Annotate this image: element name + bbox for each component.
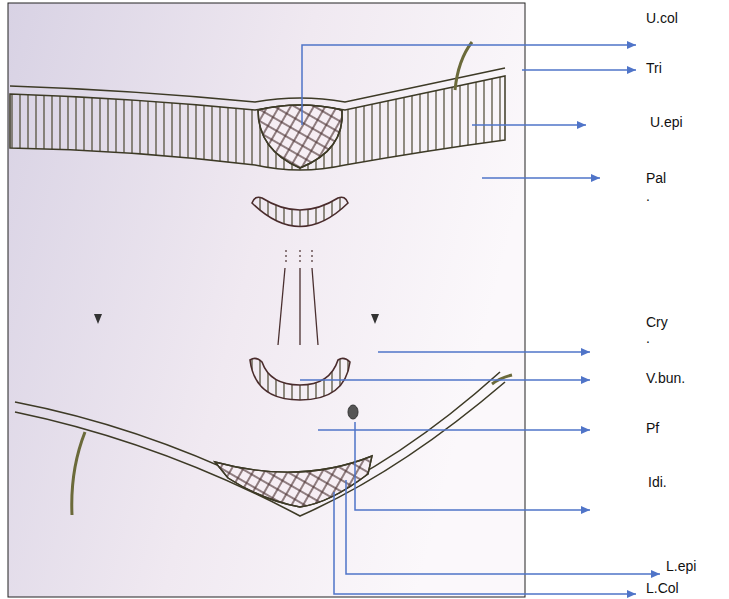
part-label: L.epi xyxy=(666,558,696,574)
part-label: . xyxy=(646,330,650,346)
part-label: Idi. xyxy=(648,474,667,490)
part-label: Tri xyxy=(646,60,662,76)
part-label: U.col xyxy=(646,10,678,26)
part-label: Cry xyxy=(646,314,668,330)
part-label: Pal xyxy=(646,170,666,186)
part-label: L.Col xyxy=(646,580,679,596)
part-label: V.bun. xyxy=(646,370,685,386)
photo-ground xyxy=(8,3,525,597)
leader-lines xyxy=(300,45,660,594)
part-label: U.epi xyxy=(650,114,683,130)
part-label: . xyxy=(646,188,650,204)
part-label: Pf xyxy=(646,420,659,436)
